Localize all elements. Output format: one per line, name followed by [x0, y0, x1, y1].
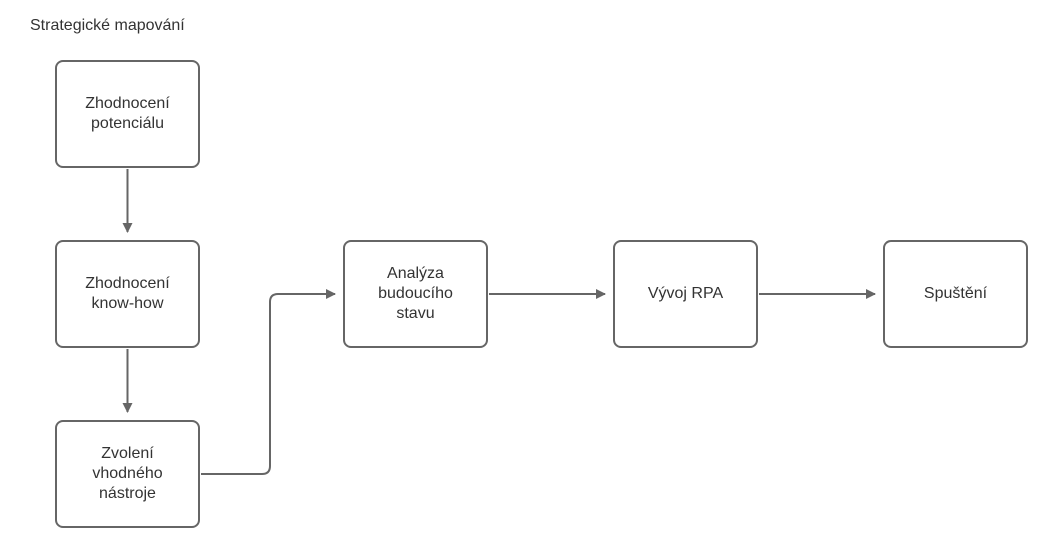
edge-nastroj-to-analyza — [201, 289, 336, 475]
node-label: Analýza budoucího stavu — [378, 265, 453, 322]
node-label: Zhodnocení know-how — [85, 275, 170, 312]
flow-node-analyza-budouciho-stavu: Analýza budoucího stavu — [343, 240, 488, 348]
flow-node-zvoleni-vhodneho-nastroje: Zvolení vhodného nástroje — [55, 420, 200, 528]
flow-node-zhodnoceni-potencialu: Zhodnocení potenciálu — [55, 60, 200, 168]
node-label: Spuštění — [923, 285, 988, 302]
flow-node-vyvoj-rpa: Vývoj RPA — [613, 240, 758, 348]
flow-node-spusteni: Spuštění — [883, 240, 1028, 348]
node-label: Zhodnocení potenciálu — [85, 95, 170, 132]
flow-node-zhodnoceni-know-how: Zhodnocení know-how — [55, 240, 200, 348]
node-label: Zvolení vhodného nástroje — [92, 445, 163, 502]
node-label: Vývoj RPA — [647, 285, 724, 302]
diagram-title: Strategické mapování — [30, 17, 185, 34]
